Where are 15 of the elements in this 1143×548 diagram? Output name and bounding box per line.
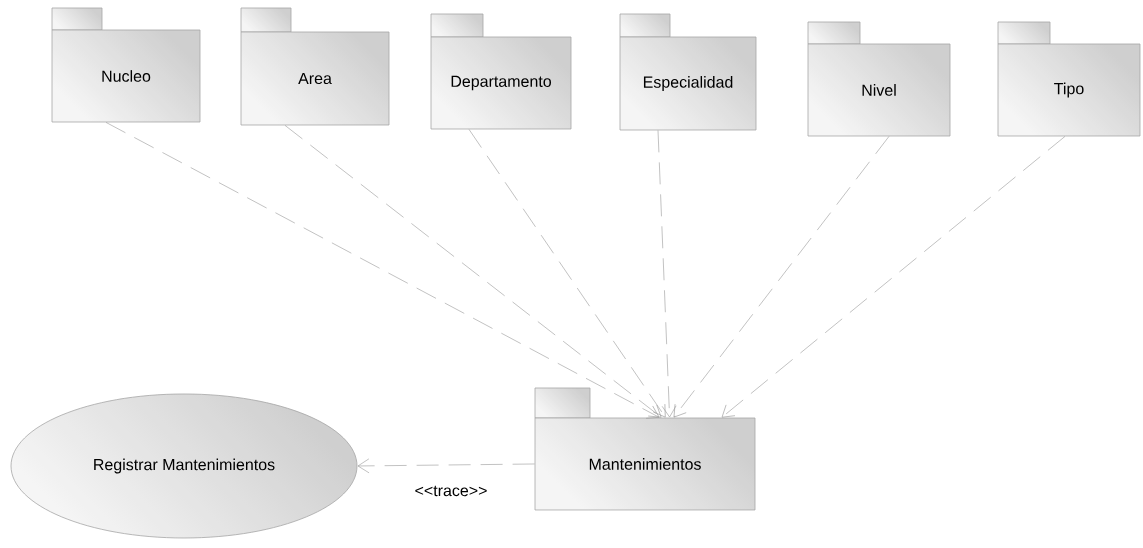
package-folder: Mantenimientos [534, 417, 756, 511]
package-folder: Area [240, 31, 390, 126]
dependency-arrow [657, 130, 677, 418]
dependency-arrow [105, 122, 660, 419]
package-folder: Nivel [807, 43, 951, 137]
package-folder: Especialidad [619, 36, 757, 131]
package-folder: Tipo [997, 43, 1141, 137]
dependency-arrow [357, 458, 535, 474]
dependency-arrow [284, 125, 662, 418]
dependency-arrow [721, 136, 1066, 418]
package-folder: Nucleo [51, 29, 201, 123]
edge-label: <<trace>> [415, 485, 487, 497]
dependency-arrow [468, 129, 666, 418]
dependency-arrow [673, 136, 890, 418]
package-folder: Departamento [430, 36, 572, 130]
